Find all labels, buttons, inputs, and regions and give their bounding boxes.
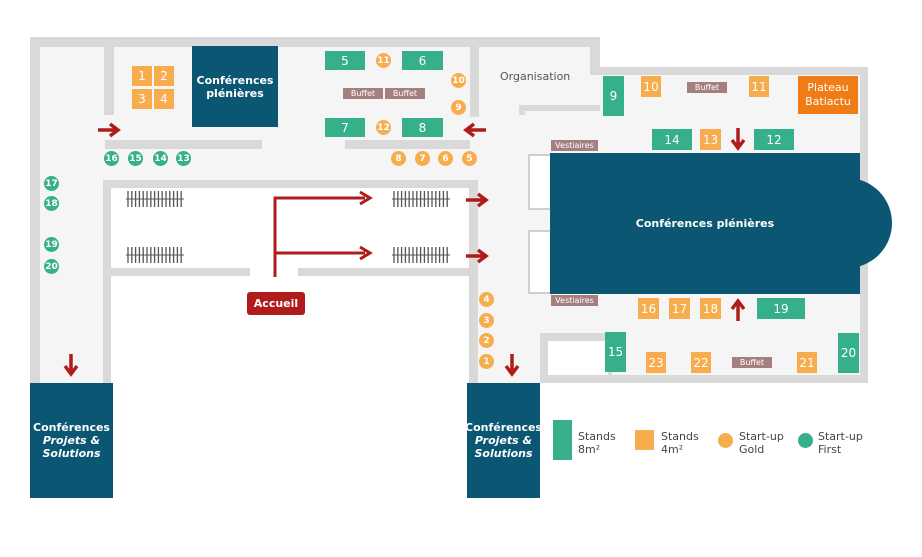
turnstile-icon — [126, 247, 184, 263]
stand-4m2[interactable]: 2 — [154, 66, 174, 86]
plenary-room-apse — [820, 178, 892, 268]
buffet: Buffet — [687, 82, 727, 93]
accueil-badge[interactable]: Accueil — [247, 292, 305, 315]
stand-4m2[interactable]: 23 — [646, 352, 666, 373]
legend-swatch-stands-4m2 — [635, 430, 654, 450]
stand-8m2[interactable]: 19 — [757, 298, 805, 319]
stand-4m2[interactable]: 10 — [641, 76, 661, 97]
lower-void — [111, 383, 471, 557]
organisation-label: Organisation — [500, 70, 571, 83]
stand-4m2[interactable]: 1 — [132, 66, 152, 86]
vestiaires-top: Vestiaires — [551, 140, 598, 151]
startup-first[interactable]: 14 — [153, 151, 168, 166]
left-lower-void — [0, 383, 30, 557]
stand-4m2[interactable]: 11 — [749, 76, 769, 97]
buffet: Buffet — [732, 357, 772, 368]
turnstile-icon — [392, 191, 450, 207]
startup-gold[interactable]: 11 — [376, 53, 391, 68]
entrance-path-line — [273, 196, 365, 277]
buffet: Buffet — [385, 88, 425, 99]
plenary-room-main[interactable]: Conférences plénières — [550, 153, 860, 294]
legend-swatch-stands-8m2 — [553, 420, 572, 460]
startup-gold[interactable]: 7 — [415, 151, 430, 166]
arrow-down-icon — [504, 354, 520, 377]
arrow-down-icon — [730, 128, 746, 151]
stand-8m2[interactable]: 14 — [652, 129, 692, 150]
stand-8m2[interactable]: 6 — [402, 51, 443, 70]
inner-wall-upper-shelf-right — [345, 140, 470, 149]
stand-4m2[interactable]: 3 — [132, 89, 152, 109]
stand-4m2[interactable]: 16 — [638, 298, 659, 319]
stand-8m2[interactable]: 5 — [325, 51, 365, 70]
turnstile-icon — [392, 247, 450, 263]
buffet: Buffet — [343, 88, 383, 99]
startup-gold[interactable]: 12 — [376, 120, 391, 135]
organisation-wall-bottom — [520, 105, 600, 111]
arrow-up-icon — [730, 298, 746, 321]
stand-8m2[interactable]: 15 — [605, 332, 626, 372]
inner-wall-organisation-left — [470, 47, 479, 117]
startup-gold[interactable]: 6 — [438, 151, 453, 166]
stand-4m2[interactable]: 17 — [669, 298, 690, 319]
legend-swatch-startup-gold — [718, 433, 733, 448]
arrow-left-icon — [463, 122, 486, 138]
stand-8m2[interactable]: 20 — [838, 333, 859, 373]
vestiaires-bottom: Vestiaires — [551, 295, 598, 306]
legend-swatch-startup-first — [798, 433, 813, 448]
startup-gold[interactable]: 3 — [479, 313, 494, 328]
arrow-right-icon — [466, 248, 489, 264]
stand-8m2[interactable]: 8 — [402, 118, 443, 137]
stand-8m2[interactable]: 7 — [325, 118, 365, 137]
stand-8m2[interactable]: 12 — [754, 129, 794, 150]
startup-first[interactable]: 17 — [44, 176, 59, 191]
startup-gold[interactable]: 10 — [451, 73, 466, 88]
startup-gold[interactable]: 2 — [479, 333, 494, 348]
startup-first[interactable]: 18 — [44, 196, 59, 211]
startup-gold[interactable]: 8 — [391, 151, 406, 166]
inner-wall-upper-shelf — [105, 140, 262, 149]
startup-first[interactable]: 20 — [44, 259, 59, 274]
startup-gold[interactable]: 9 — [451, 100, 466, 115]
startup-gold[interactable]: 4 — [479, 292, 494, 307]
turnstile-icon — [126, 191, 184, 207]
startup-first[interactable]: 16 — [104, 151, 119, 166]
stand-4m2[interactable]: 13 — [700, 129, 721, 150]
startup-first[interactable]: 15 — [128, 151, 143, 166]
stand-4m2[interactable]: 21 — [797, 352, 817, 373]
startup-gold[interactable]: 1 — [479, 354, 494, 369]
organisation-room — [479, 47, 590, 110]
startup-first[interactable]: 13 — [176, 151, 191, 166]
startup-gold[interactable]: 5 — [462, 151, 477, 166]
arrow-right-icon — [98, 122, 121, 138]
organisation-wall-stub — [519, 105, 525, 115]
arrow-head-icon — [359, 245, 373, 261]
stand-8m2[interactable]: 9 — [603, 76, 624, 116]
stand-4m2[interactable]: 18 — [700, 298, 721, 319]
stand-4m2[interactable]: 4 — [154, 89, 174, 109]
startup-first[interactable]: 19 — [44, 237, 59, 252]
arrow-head-icon — [359, 190, 373, 206]
bottom-room — [548, 341, 608, 375]
stand-4m2[interactable]: 22 — [691, 352, 711, 373]
arrow-down-icon — [63, 354, 79, 377]
arrow-right-icon — [466, 192, 489, 208]
inner-wall-left-vertical — [104, 47, 114, 115]
inner-wall-right-lower — [469, 268, 478, 383]
